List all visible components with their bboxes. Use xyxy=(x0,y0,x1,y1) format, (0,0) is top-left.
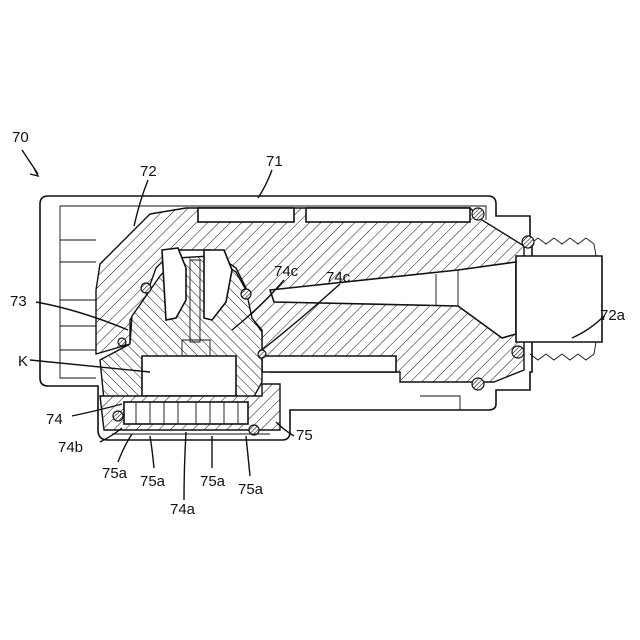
label-70: 70 xyxy=(12,129,29,146)
label-K: K xyxy=(18,353,28,370)
label-74: 74 xyxy=(46,411,63,428)
label-72a: 72a xyxy=(600,307,626,324)
label-75a-4: 75a xyxy=(238,481,264,498)
label-72: 72 xyxy=(140,163,157,180)
label-74b: 74b xyxy=(58,439,83,456)
label-71: 71 xyxy=(266,153,283,170)
label-73: 73 xyxy=(10,293,27,310)
label-75a-1: 75a xyxy=(102,465,128,482)
label-74c-b: 74c xyxy=(326,269,351,286)
label-74a: 74a xyxy=(170,501,196,518)
label-74c-a: 74c xyxy=(274,263,299,280)
label-75: 75 xyxy=(296,427,313,444)
label-75a-3: 75a xyxy=(200,473,226,490)
label-75a-2: 75a xyxy=(140,473,166,490)
